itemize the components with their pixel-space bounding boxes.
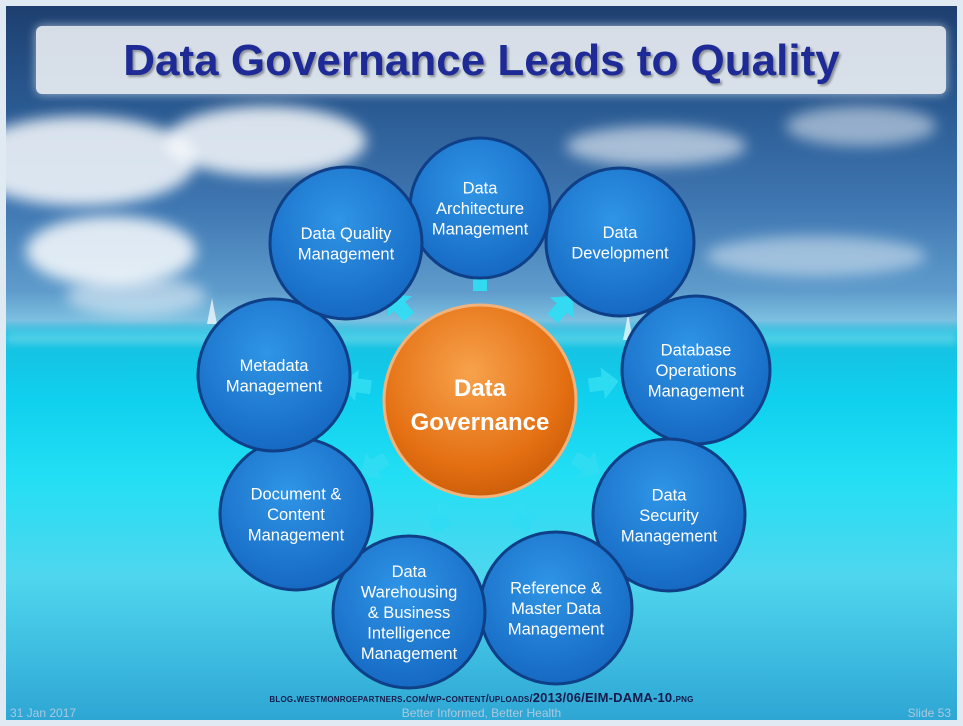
node-circle (591, 437, 747, 593)
node-label-line: Reference & (510, 580, 602, 598)
node-circle (331, 534, 487, 690)
node-label-line: Database (661, 342, 732, 360)
node-label-line: Data Quality (301, 225, 393, 243)
arrow-shape (360, 452, 390, 480)
node-label-line: & Business (368, 604, 451, 622)
source-url-ext: .png (672, 693, 694, 705)
node-label-line: Management (361, 645, 458, 663)
node-label-line: Security (639, 507, 699, 525)
source-url-prefix: blog.westmonroepartners.com/wp-content/u… (269, 693, 533, 705)
node-label-line: Data (463, 180, 499, 198)
node-label-line: Management (621, 528, 718, 546)
node-label-line: Management (248, 527, 345, 545)
slide-title: Data Governance Leads to Quality (123, 36, 840, 85)
source-url-path: 2013/06/EIM-DAMA-10 (532, 690, 673, 705)
node-label-line: Master Data (511, 600, 602, 618)
sailboat (623, 314, 633, 340)
arrow-to-node (425, 503, 456, 534)
node-circle (268, 165, 424, 321)
node-label-line: Content (267, 506, 325, 524)
node-label-line: Warehousing (361, 584, 458, 602)
node-circle (196, 297, 352, 453)
node-label-line: Management (432, 221, 529, 239)
footer-date: 31 Jan 2017 (10, 706, 77, 720)
cloud (26, 216, 196, 286)
node-label-line: Management (298, 245, 395, 263)
title-band (36, 26, 946, 94)
cloud (706, 236, 926, 276)
node-label-line: Management (226, 377, 323, 395)
cloud (166, 106, 366, 176)
node-label-line: Architecture (436, 200, 524, 218)
center-layer: Data Governance (382, 303, 578, 499)
footer-tagline: Better Informed, Better Health (401, 706, 562, 720)
source-url: blog.westmonroepartners.com/wp-content/u… (6, 690, 957, 705)
slide-number: Slide 53 (907, 706, 951, 720)
cloud (6, 116, 196, 206)
node-label-line: Development (571, 244, 669, 262)
center-circle (382, 303, 578, 499)
cloud (566, 126, 746, 166)
node-label-line: Management (648, 383, 745, 401)
sailboat (207, 298, 217, 324)
arrow-shape (570, 451, 600, 479)
arrow-shape (507, 501, 538, 533)
arrow-shape (587, 367, 619, 400)
center-label-line-2: Governance (411, 409, 550, 436)
node-label-line: Operations (656, 362, 737, 380)
node-label-line: Data (652, 487, 688, 505)
arrow-to-node (587, 367, 619, 400)
arrow-shape (547, 295, 574, 324)
node-label-line: Intelligence (367, 625, 450, 643)
node-circle (544, 166, 696, 318)
cloud (66, 276, 206, 316)
node-label-line: Metadata (240, 357, 310, 375)
arrow-to-node (570, 451, 600, 479)
center-label-line-1: Data (454, 375, 507, 402)
node-label-line: Document & (251, 486, 342, 504)
node-label-line: Management (508, 621, 605, 639)
arrow-shape (425, 503, 456, 534)
arrow-to-node (360, 452, 390, 480)
node-label-line: Data (392, 563, 428, 581)
cloud (786, 106, 936, 146)
node-label-line: Data (603, 224, 639, 242)
arrow-to-node (547, 295, 574, 324)
arrow-to-node (507, 501, 538, 533)
